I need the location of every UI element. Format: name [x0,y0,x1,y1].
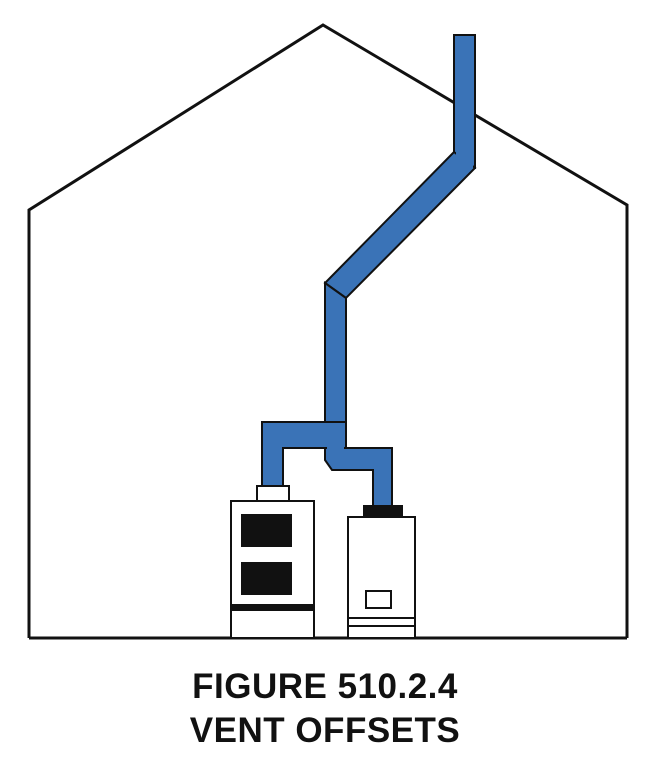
water-heater-control-window [365,590,392,609]
vent-offset-diagonal [323,150,477,300]
appliance-left-furnace [230,485,315,639]
figure-caption: FIGURE 510.2.4 VENT OFFSETS [0,665,650,753]
furnace-panel-upper [241,514,292,547]
vent-system [261,34,477,507]
furnace-panel-lower [241,562,292,595]
figure-title: VENT OFFSETS [189,711,461,750]
vent-connector-right [324,447,393,507]
water-heater-body [347,516,416,639]
figure-number: FIGURE 510.2.4 [192,667,458,706]
vent-stack-top-segment [453,34,476,169]
furnace-flue-collar [256,485,290,502]
vent-junction-fill-2 [456,150,473,168]
building-outline [27,23,629,640]
appliance-right-water-heater [347,505,416,639]
furnace-base-band [231,604,314,611]
vent-junction-fill [327,424,344,460]
water-heater-flue-collar [363,505,403,518]
vent-offsets-diagram [27,23,629,640]
house-walls-and-roof [27,23,629,638]
